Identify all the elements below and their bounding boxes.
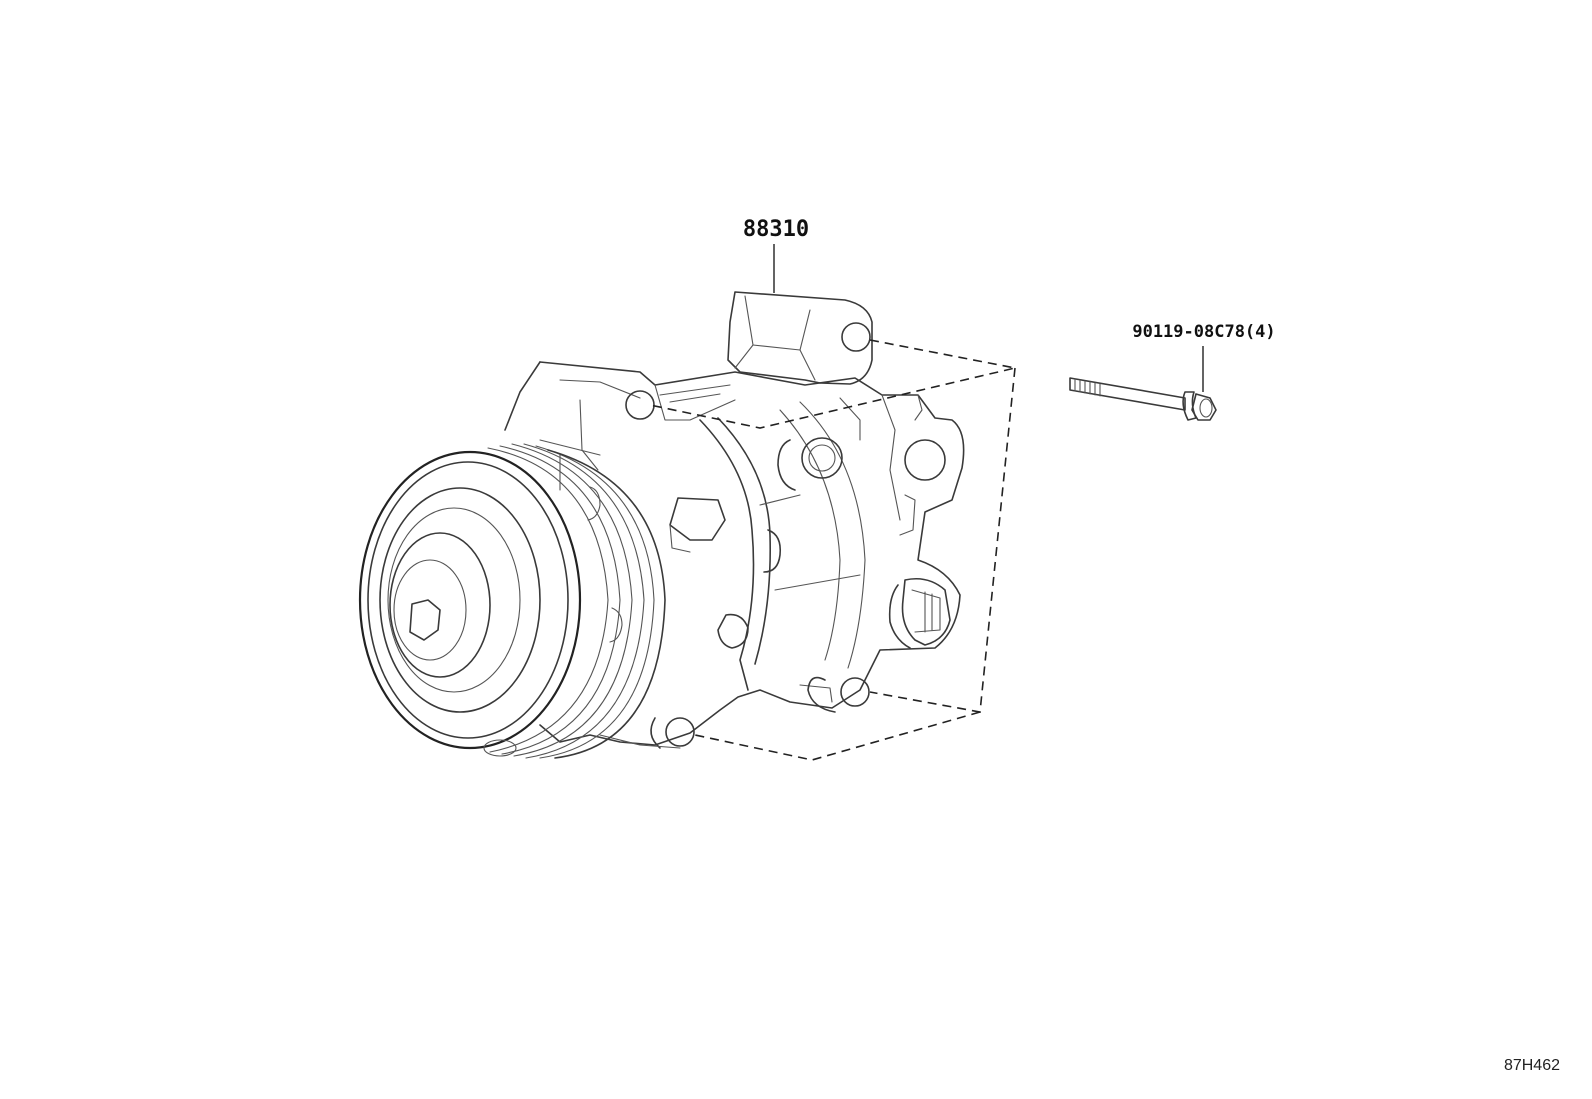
compressor-part-number-label[interactable]: 88310: [743, 217, 809, 242]
diagram-code: 87H462: [1504, 1057, 1560, 1074]
discharge-port: [888, 577, 951, 649]
bolt-part-number-label[interactable]: 90119-08C78(4): [1132, 322, 1275, 342]
body-bosses: [587, 390, 946, 703]
ac-compressor[interactable]: [358, 291, 1016, 761]
mounting-bolt[interactable]: [1069, 377, 1217, 421]
lower-mount-bosses: [599, 676, 870, 749]
callout-leaders: [773, 244, 1204, 392]
clutch-pulley: [358, 443, 666, 759]
upper-mount-bracket: [727, 291, 873, 385]
bolt-alignment-lines: [649, 339, 1016, 761]
